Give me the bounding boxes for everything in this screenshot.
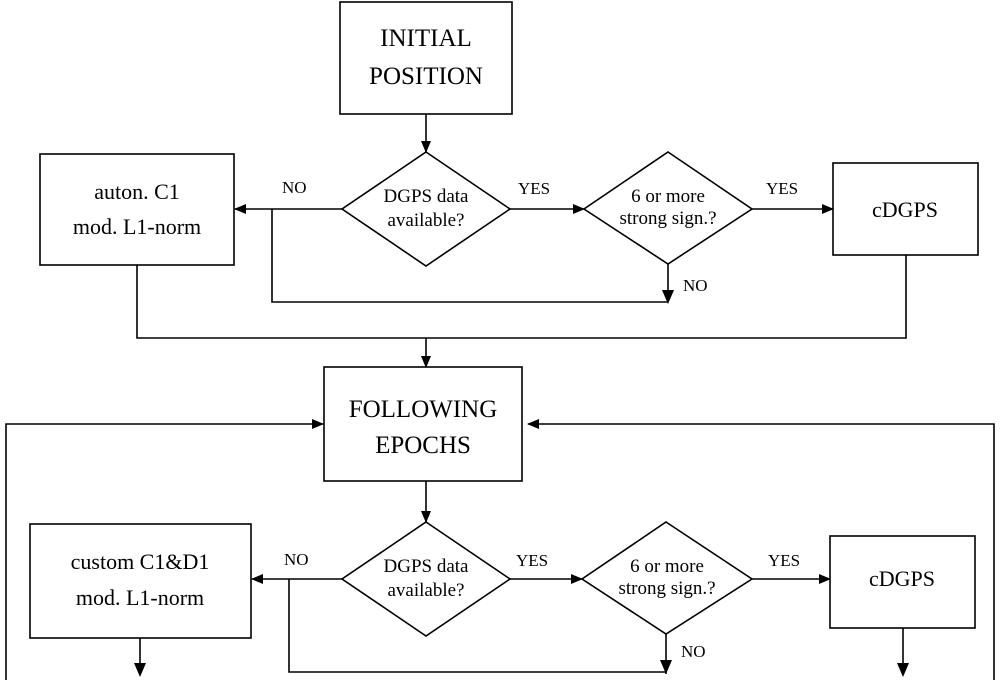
decision-signals-1-line-2: strong sign.? — [619, 208, 716, 229]
auton-c1-line-2: mod. L1-norm — [73, 214, 201, 239]
initial-position-line-1: INITIAL — [380, 25, 472, 52]
edge-feedback-left — [5, 419, 324, 680]
cdgps-1-label: cDGPS — [872, 197, 938, 222]
decision-signals-2: 6 or more strong sign.? — [580, 521, 754, 635]
label-no-2b: NO — [681, 642, 706, 661]
edge-no-loop-1 — [271, 209, 668, 303]
decision-signals-1-line-1: 6 or more — [631, 186, 705, 207]
following-epochs-line-1: FOLLOWING — [349, 396, 498, 423]
label-no-1b: NO — [683, 276, 708, 295]
bottom-stub-arrowheads — [134, 290, 909, 677]
decision-signals-2-line-2: strong sign.? — [618, 578, 715, 599]
custom-c1d1-line-1: custom C1&D1 — [71, 549, 210, 574]
label-yes-1b: YES — [766, 179, 798, 198]
arrowhead-cdgps-2-down — [897, 663, 909, 677]
node-cdgps-1: cDGPS — [832, 162, 979, 256]
edge-cdgps-1-down — [426, 255, 907, 339]
label-no-1a: NO — [282, 178, 307, 197]
cdgps-2-label: cDGPS — [869, 566, 935, 591]
node-initial-position: INITIAL POSITION — [339, 1, 513, 115]
initial-position-line-2: POSITION — [369, 63, 483, 90]
decision-dgps-1-line-1: DGPS data — [384, 186, 470, 207]
node-cdgps-2: cDGPS — [829, 535, 976, 629]
edge-feedback-right — [527, 419, 995, 680]
node-following-epochs: FOLLOWING EPOCHS — [323, 366, 523, 482]
decision-dgps-1-line-2: available? — [387, 210, 464, 231]
decision-signals-1: 6 or more strong sign.? — [582, 151, 754, 265]
label-yes-1a: YES — [518, 179, 550, 198]
custom-c1d1-line-2: mod. L1-norm — [76, 585, 204, 610]
auton-c1-line-1: auton. C1 — [94, 179, 180, 204]
arrowhead-custom-down — [134, 663, 146, 677]
label-yes-2b: YES — [768, 551, 800, 570]
following-epochs-line-2: EPOCHS — [375, 432, 471, 459]
arrowhead-signals-1-no — [662, 290, 674, 304]
decision-dgps-2-line-1: DGPS data — [384, 556, 470, 577]
edge-auton-c1-down — [136, 265, 426, 339]
arrowhead-signals-2-no — [660, 660, 672, 674]
edge-labels: YES YES NO NO YES YES NO NO — [282, 178, 800, 661]
label-no-2a: NO — [284, 550, 309, 569]
decision-signals-2-line-1: 6 or more — [630, 556, 704, 577]
decision-dgps-2-line-2: available? — [387, 580, 464, 601]
node-auton-c1: auton. C1 mod. L1-norm — [39, 153, 235, 266]
node-custom-c1d1: custom C1&D1 mod. L1-norm — [29, 523, 252, 639]
label-yes-2a: YES — [516, 551, 548, 570]
decision-dgps-2: DGPS data available? — [340, 521, 512, 637]
decision-dgps-1: DGPS data available? — [340, 151, 512, 267]
edge-no-loop-2 — [288, 579, 666, 673]
